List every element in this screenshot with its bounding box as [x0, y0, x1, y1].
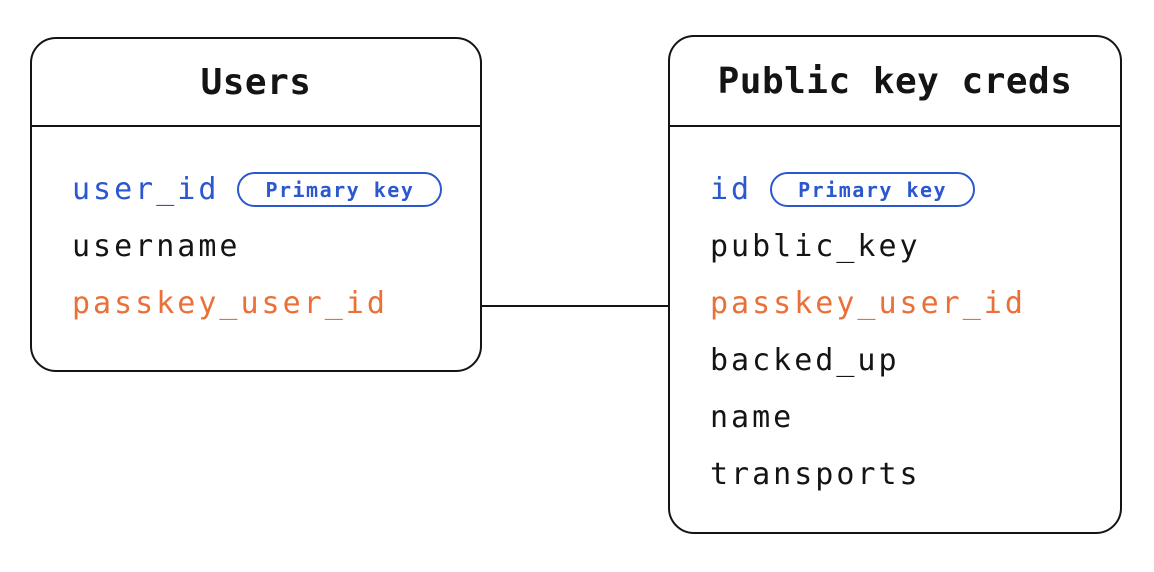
field-row: transports: [710, 446, 1120, 503]
field-name: name: [710, 400, 795, 435]
field-passkey-user-id: passkey_user_id: [72, 286, 388, 321]
field-passkey-user-id: passkey_user_id: [710, 286, 1026, 321]
entity-public-key-creds: Public key creds id Primary key public_k…: [668, 35, 1122, 534]
field-row: public_key: [710, 218, 1120, 275]
field-username: username: [72, 229, 241, 264]
primary-key-badge: Primary key: [237, 172, 443, 207]
field-row: id Primary key: [710, 161, 1120, 218]
field-transports: transports: [710, 457, 921, 492]
field-row: username: [72, 218, 480, 275]
entity-public-key-creds-fields: id Primary key public_key passkey_user_i…: [670, 127, 1120, 503]
relationship-connector-line: [482, 305, 668, 307]
field-user-id: user_id: [72, 172, 220, 207]
field-row: backed_up: [710, 332, 1120, 389]
field-backed-up: backed_up: [710, 343, 900, 378]
entity-users: Users user_id Primary key username passk…: [30, 37, 482, 372]
field-public-key: public_key: [710, 229, 921, 264]
entity-users-fields: user_id Primary key username passkey_use…: [32, 127, 480, 332]
entity-public-key-creds-header: Public key creds: [670, 37, 1120, 127]
entity-users-header: Users: [32, 39, 480, 127]
field-row: passkey_user_id: [72, 275, 480, 332]
entity-users-title: Users: [200, 61, 312, 103]
field-row: user_id Primary key: [72, 161, 480, 218]
primary-key-badge: Primary key: [770, 172, 976, 207]
field-row: passkey_user_id: [710, 275, 1120, 332]
field-row: name: [710, 389, 1120, 446]
field-id: id: [710, 172, 753, 207]
entity-public-key-creds-title: Public key creds: [717, 60, 1073, 102]
